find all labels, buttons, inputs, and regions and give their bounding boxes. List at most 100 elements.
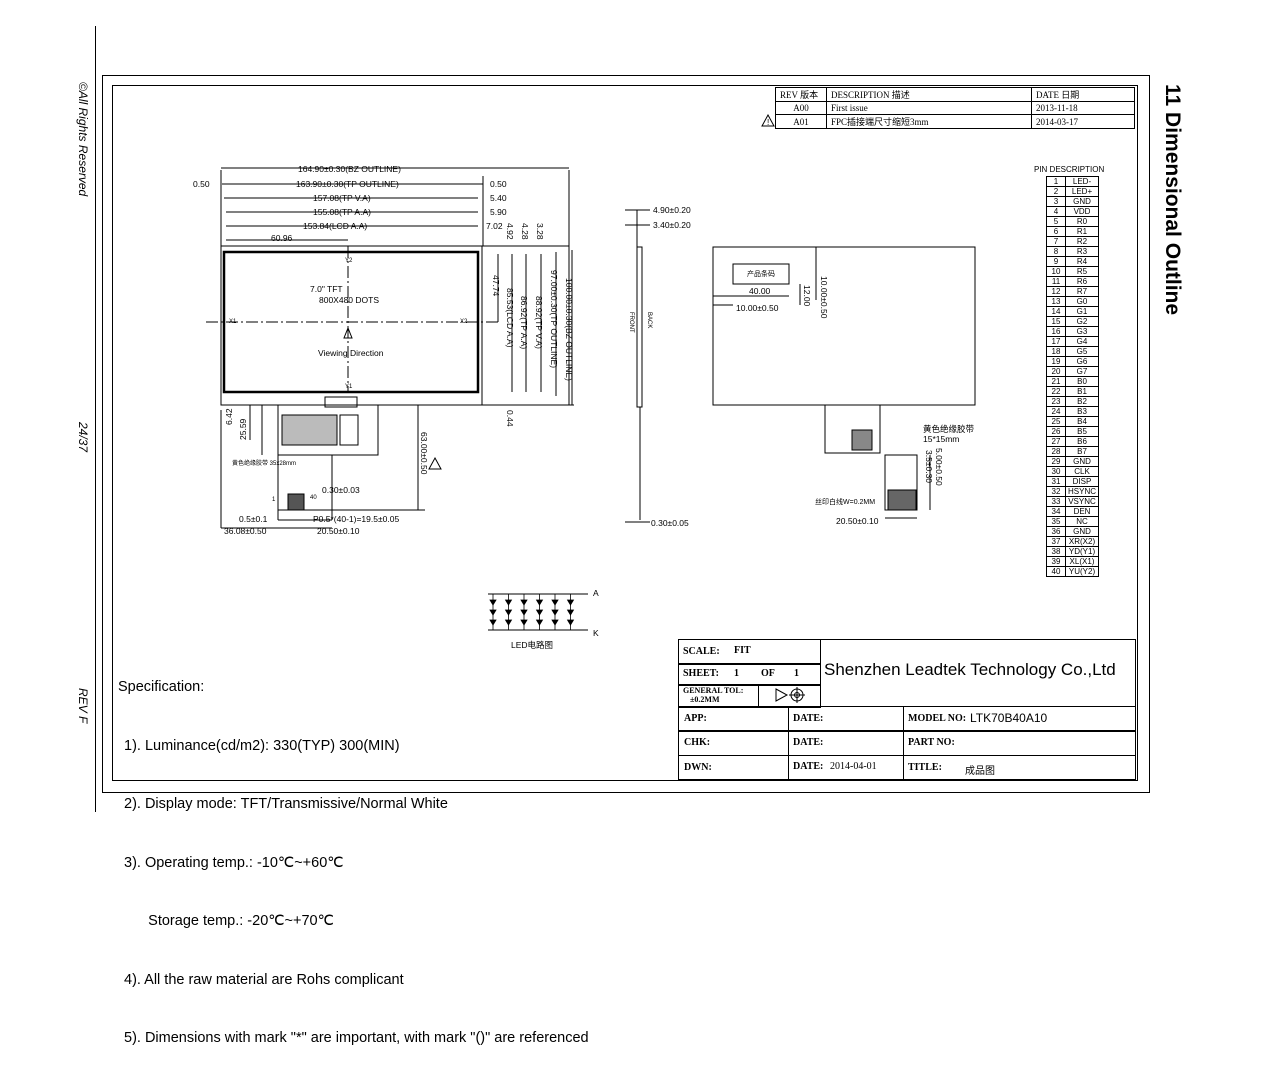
dim-back-5-00: 5.00±0.50	[934, 448, 944, 486]
axis-y2: Y2	[345, 258, 353, 264]
dimension-drawing: 164.90±0.30(BZ OUTLINE) 163.90±0.30(TP O…	[193, 164, 976, 650]
revision-warning-icon: !	[761, 114, 775, 127]
app-date-label: DATE:	[793, 713, 824, 724]
dim-bz-outline-v: 100.00±0.30(BZ OUTLINE)	[564, 278, 574, 381]
sheet-label: SHEET:	[683, 668, 719, 679]
title-label: TITLE:	[908, 762, 942, 773]
dim-center-offset: 60.96	[271, 233, 293, 243]
scale-value: FIT	[734, 645, 751, 656]
sheet-of: OF	[761, 668, 775, 679]
bezel-outline	[220, 245, 570, 406]
rev-a01-date: 2014-03-17	[1031, 114, 1135, 129]
chk-date-label: DATE:	[793, 737, 824, 748]
spec-title: Specification:	[118, 679, 205, 695]
led-diode	[566, 619, 575, 626]
dim-left-margin: 0.50	[193, 179, 210, 189]
led-diode	[504, 609, 513, 616]
outer-frame	[102, 75, 1150, 793]
pin-signal: YU(Y2)	[1064, 566, 1100, 577]
barcode-label: 产品条码	[747, 269, 775, 278]
dim-right-0-50: 0.50	[490, 179, 507, 189]
spec-item: 1). Luminance(cd/m2): 330(TYP) 300(MIN)	[124, 737, 400, 754]
led-diode	[551, 619, 559, 626]
led-diode	[566, 599, 575, 606]
dim-fpc-pitch: P0.5*(40-1)=19.5±0.05	[313, 514, 399, 524]
viewing-direction-label: Viewing Direction	[318, 348, 384, 358]
company-name: Shenzhen Leadtek Technology Co.,Ltd	[824, 660, 1116, 679]
dim-tp-outline-v: 97.00±0.30(TP OUTLINE)	[549, 270, 559, 368]
spec-item: 2). Display mode: TFT/Transmissive/Norma…	[124, 796, 448, 812]
dim-right-5-40: 5.40	[490, 193, 507, 203]
dim-bz-outline-h: 164.90±0.30(BZ OUTLINE)	[298, 164, 401, 174]
tape-size: 15*15mm	[923, 434, 959, 444]
dim-back-3-5: 3.5±0.30	[924, 450, 934, 483]
projection-symbol-icon	[775, 687, 805, 703]
led-diode	[489, 599, 497, 606]
specification-block: Specification: 1). Luminance(cd/m2): 330…	[118, 639, 589, 1068]
side-view-panel	[636, 246, 643, 408]
pin-description-title: PIN DESCRIPTION	[1034, 165, 1105, 174]
silk-note: 丝印白线W=0.2MM	[815, 497, 875, 506]
dim-top-4-28: 4.28	[520, 223, 530, 240]
dim-half-height: 47.74	[491, 275, 501, 297]
app-label: APP:	[684, 713, 707, 724]
led-diode	[489, 609, 497, 616]
dim-back-10-h: 10.00±0.50	[736, 303, 779, 313]
led-diode	[520, 609, 528, 616]
spec-item: 3). Operating temp.: -10℃~+60℃	[124, 854, 344, 871]
led-diode	[535, 609, 544, 616]
title-value: 成品图	[965, 766, 995, 777]
dim-right-5-90: 5.90	[490, 207, 507, 217]
led-grid	[489, 594, 575, 630]
dim-fpc-thickness: 0.30±0.03	[322, 485, 360, 495]
dim-tp-va-h: 157.08(TP V.A)	[313, 193, 371, 203]
dim-back-20-50: 20.50±0.10	[836, 516, 879, 526]
fpc-pin-1: 1	[272, 497, 276, 503]
dim-back-10-v: 10.00±0.50	[819, 276, 829, 319]
led-diode	[504, 619, 513, 626]
rev-a01: A01	[775, 114, 827, 129]
dim-lcd-aa-h: 153.84(LCD A.A)	[303, 221, 367, 231]
dim-side-3-40: 3.40±0.20	[653, 220, 691, 230]
model-label: MODEL NO:	[908, 713, 967, 724]
svg-text:!: !	[767, 118, 769, 127]
inner-frame	[112, 85, 1138, 781]
tape-note: 黄色绝缘胶带	[923, 424, 975, 434]
led-cathode-label: K	[593, 628, 599, 638]
sheet-value: 1	[734, 668, 739, 679]
tolerance-label: GENERAL TOL:	[683, 686, 744, 695]
led-diode	[520, 599, 528, 606]
scale-label: SCALE:	[683, 646, 720, 657]
dim-side-4-90: 4.90±0.20	[653, 205, 691, 215]
fpc-tape-note: 黄色绝缘胶带 35x28mm	[232, 459, 296, 467]
panel-size-label: 7.0" TFT	[310, 284, 343, 294]
revision-table: REV 版本 DESCRIPTION 描述 DATE 日期 A00 First …	[775, 87, 1135, 129]
dim-tp-va-v: 88.92(TP V.A)	[534, 296, 544, 349]
part-label: PART NO:	[908, 737, 955, 748]
dwn-date-label: DATE:	[793, 761, 824, 772]
model-value: LTK70B40A10	[970, 711, 1048, 725]
dim-back-40: 40.00	[749, 286, 771, 296]
led-diode	[551, 599, 559, 606]
dim-fpc-0-5: 0.5±0.1	[239, 514, 268, 524]
side-back-label: BACK	[646, 312, 652, 328]
led-diode	[520, 619, 528, 626]
dim-tp-outline-h: 163.90±0.30(TP OUTLINE)	[296, 179, 399, 189]
dim-top-4-92: 4.92	[505, 223, 515, 240]
spec-item: 5). Dimensions with mark "*" are importa…	[124, 1030, 589, 1046]
barcode-label-box	[732, 263, 790, 285]
dim-right-7-02: 7.02	[486, 221, 503, 231]
side-front-label: FRONT	[628, 312, 634, 333]
tolerance-value: ±0.2MM	[690, 695, 720, 704]
dim-fpc-20-50: 20.50±0.10	[317, 526, 360, 536]
spec-item: 4). All the raw material are Rohs compli…	[124, 971, 404, 988]
axis-x2: X2	[460, 319, 468, 325]
dim-tp-aa-v: 86.92(TP A.A)	[519, 296, 529, 349]
dim-back-12: 12.00	[802, 285, 812, 307]
dim-side-0-30: 0.30±0.05	[651, 518, 689, 528]
dwn-label: DWN:	[684, 762, 712, 773]
led-diode	[535, 619, 544, 626]
spec-item: Storage temp.: -20℃~+70℃	[124, 913, 334, 929]
